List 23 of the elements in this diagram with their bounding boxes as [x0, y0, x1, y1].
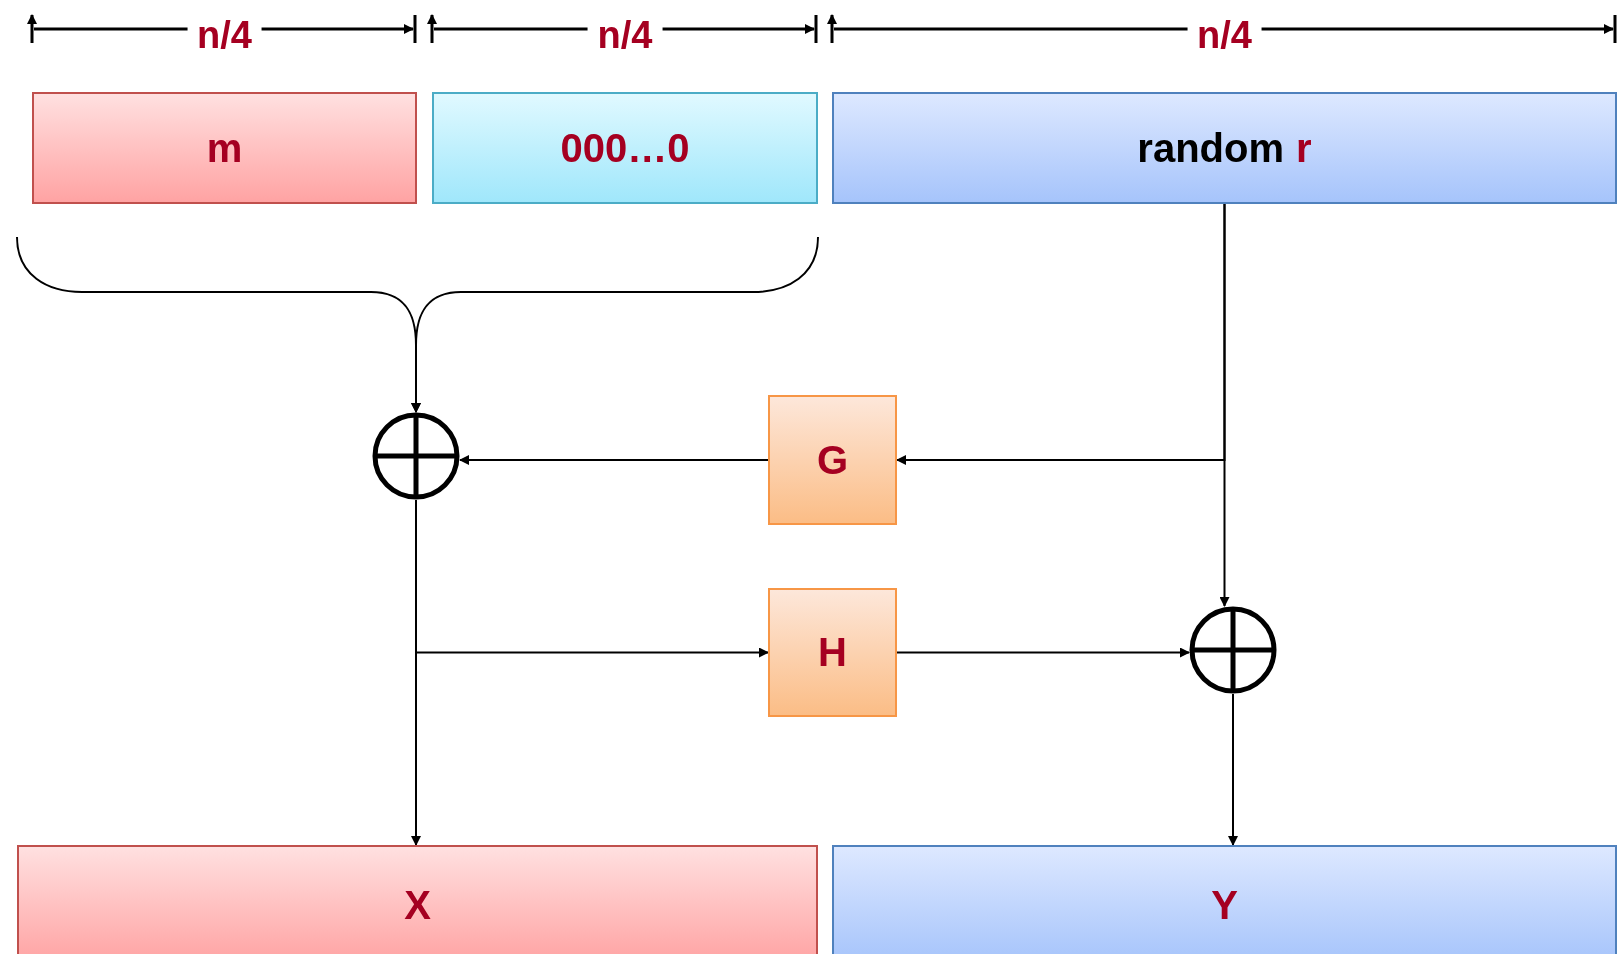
block-label: G [816, 437, 849, 483]
arrow [896, 647, 1190, 658]
arrow [415, 499, 769, 658]
random-block [832, 92, 1617, 204]
block-label: X [404, 882, 431, 928]
block-label: r [1296, 125, 1312, 171]
arrow [411, 236, 819, 413]
function-box [768, 588, 897, 717]
block-label: m [206, 125, 243, 171]
arrow [1219, 203, 1230, 607]
xor-symbol [1189, 606, 1277, 694]
message-block [32, 92, 417, 204]
block-label: random [1137, 125, 1285, 171]
arrow [459, 455, 769, 465]
block-label: H [818, 630, 847, 675]
block-label: 000…0 [560, 125, 690, 171]
padding-block [432, 92, 818, 204]
arrow [1228, 693, 1238, 846]
xor-symbol [372, 412, 460, 500]
output-block [17, 845, 818, 954]
block-label: Y [1211, 882, 1238, 928]
output-block [832, 845, 1617, 954]
function-box [768, 395, 897, 525]
